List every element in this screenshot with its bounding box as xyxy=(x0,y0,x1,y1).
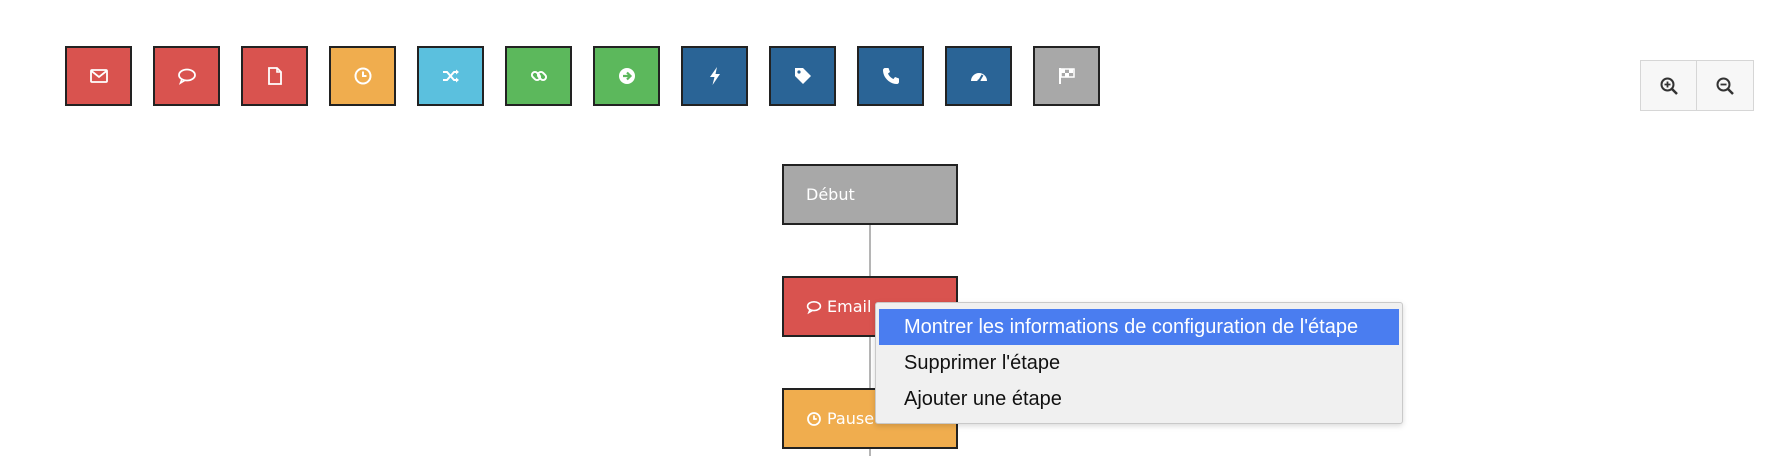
menu-item-show-config[interactable]: Montrer les informations de configuratio… xyxy=(879,309,1399,345)
step-email-label: Email xyxy=(827,297,872,316)
step-start[interactable]: Début xyxy=(782,164,958,225)
palette-goto-button[interactable] xyxy=(593,46,660,106)
step-pause-label: Pause xyxy=(827,409,875,428)
comment-icon xyxy=(806,300,822,314)
bolt-icon xyxy=(709,67,720,85)
file-icon xyxy=(267,67,282,85)
step-palette xyxy=(65,46,1100,106)
palette-tag-button[interactable] xyxy=(769,46,836,106)
zoom-out-icon xyxy=(1716,77,1734,95)
palette-link-button[interactable] xyxy=(505,46,572,106)
arrow-circle-right-icon xyxy=(618,68,635,84)
zoom-controls xyxy=(1640,60,1754,111)
dashboard-icon xyxy=(970,73,987,83)
palette-action-button[interactable] xyxy=(681,46,748,106)
palette-email-button[interactable] xyxy=(65,46,132,106)
zoom-out-button[interactable] xyxy=(1697,60,1754,111)
link-icon xyxy=(530,70,547,82)
palette-random-button[interactable] xyxy=(417,46,484,106)
palette-sms-button[interactable] xyxy=(153,46,220,106)
step-context-menu: Montrer les informations de configuratio… xyxy=(875,302,1403,424)
palette-pause-button[interactable] xyxy=(329,46,396,106)
envelope-icon xyxy=(89,69,108,83)
palette-end-button[interactable] xyxy=(1033,46,1100,106)
tag-icon xyxy=(794,68,811,84)
flow-connector xyxy=(869,224,871,456)
flag-checkered-icon xyxy=(1058,68,1075,84)
zoom-in-icon xyxy=(1660,77,1678,95)
zoom-in-button[interactable] xyxy=(1640,60,1697,111)
palette-score-button[interactable] xyxy=(945,46,1012,106)
menu-item-delete-step[interactable]: Supprimer l'étape xyxy=(904,351,1061,374)
phone-icon xyxy=(882,68,899,84)
palette-document-button[interactable] xyxy=(241,46,308,106)
clock-icon xyxy=(807,411,821,426)
step-start-label: Début xyxy=(806,185,855,204)
palette-call-button[interactable] xyxy=(857,46,924,106)
clock-icon xyxy=(354,67,371,85)
comment-icon xyxy=(177,68,196,85)
menu-item-add-step[interactable]: Ajouter une étape xyxy=(904,387,1062,410)
random-icon xyxy=(442,69,459,83)
